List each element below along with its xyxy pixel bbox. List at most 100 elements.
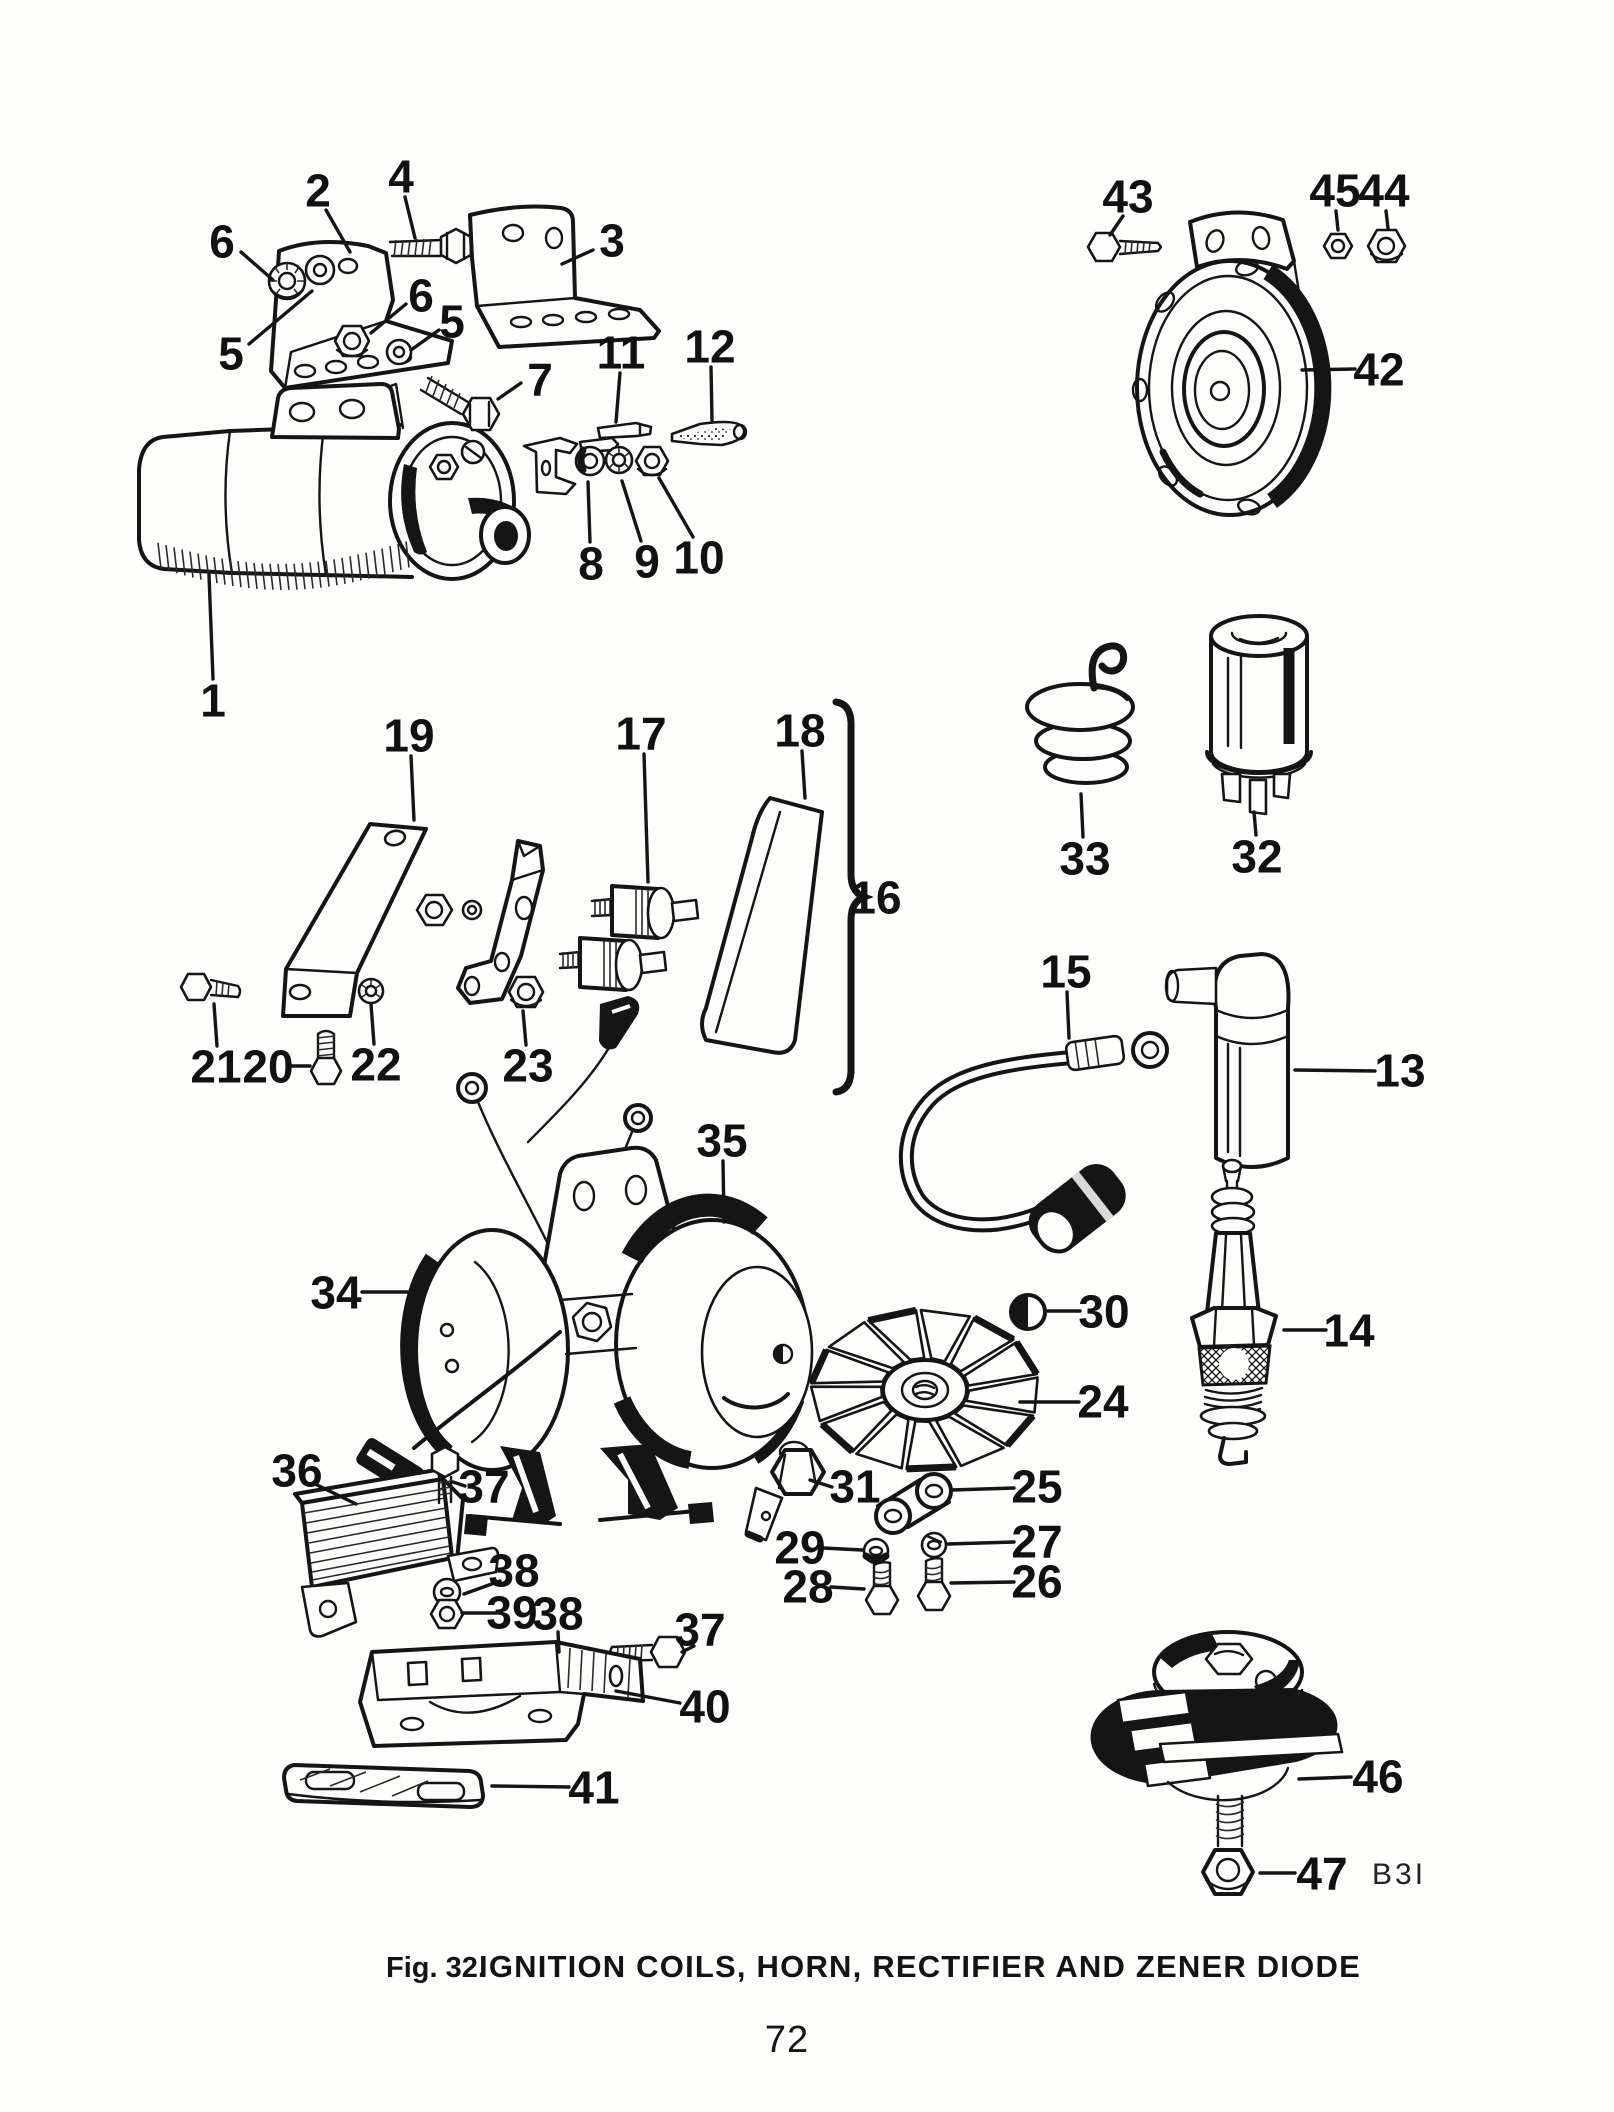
horn-nut-44-shape [1366,228,1407,264]
leader-line-7 [496,381,523,401]
spring-washer-27 [920,1531,948,1559]
elbow-connector-shape [1071,1171,1114,1222]
fan-drawing [808,1306,1040,1473]
leader-line-2 [324,208,352,254]
fan-blades-shape [906,1463,957,1473]
horn-feet-shape [600,1444,678,1520]
coil-bracket-3-shape [475,296,577,308]
star-washer-22-shape [364,984,378,998]
coil-bracket-3-shape [574,310,598,324]
ht-lead-15-shape [902,1050,1121,1229]
nut-47-shape [1204,1878,1252,1891]
bolt-37a-shape [430,1445,460,1479]
nut-10-shape [634,445,670,477]
hex-nut-6b-shape [335,348,369,358]
bullet-connector-shape [526,1044,612,1144]
washer-38a [432,1577,462,1607]
coil-clamp-strap-shape [386,382,405,430]
leader-line-1 [207,573,215,681]
bolt-7-shape [425,375,461,409]
terminal-clip-shape [540,459,552,477]
callout-14: 14 [1323,1305,1375,1357]
callout-32: 32 [1231,831,1282,883]
coil-shading-shape [277,563,282,591]
elbow-connector-shape [1033,1208,1077,1254]
nut-23 [507,975,545,1009]
spring-drawing-shape [1025,682,1135,732]
twin-horn-drawing-shape [572,1180,596,1212]
horn-feet [464,1444,714,1536]
callout-25: 25 [1011,1461,1062,1513]
coil-shading-shape [349,556,354,583]
twin-horn-drawing-shape [613,1396,692,1469]
bracket-23-shape [493,951,511,973]
switch-31 [744,1440,826,1543]
plug-cap-13-shape [1214,1008,1290,1046]
nut-washer-mid [415,893,483,927]
leader-line-22 [369,1002,376,1046]
spark-plug-14-shape [1218,1436,1248,1466]
horn-drawing-shape [1235,259,1259,277]
insulating-sleeve-12-shape [676,428,734,441]
nut-23-shape [507,975,545,1009]
heatsink-36 [293,1468,500,1638]
callout-6: 6 [209,216,235,268]
leader-line-33 [1079,792,1085,839]
plug-cap-13-shape [1212,952,1291,1169]
callout-36: 36 [271,1445,322,1497]
fan-blades-shape [819,1421,855,1455]
coil-bracket-3-shape [607,307,631,321]
washer-5b-shape [392,345,406,359]
bolt-28-shape [872,1568,892,1586]
link-strap-25-shape [924,1483,944,1499]
coil-shading-shape [397,543,402,570]
hex-nut-6b [333,324,371,358]
nut-39a-shape [429,1598,465,1630]
link-strap-25-shape [883,1508,903,1524]
washer-5b-shape [385,338,413,366]
coil-ht-tower-shape [494,521,518,551]
callout-26: 26 [1011,1556,1062,1608]
ignition-coil-drawing-shape [137,429,234,575]
ht-lead-15-shape [1140,1040,1160,1060]
callout-10: 10 [673,532,724,584]
strap-41-shape [286,1792,482,1804]
coil-shading-shape [301,563,306,590]
twin-horn-drawing-shape [700,1265,814,1439]
horn-drawing [1131,210,1332,517]
coil-shading-shape [269,563,274,590]
leader-line-46 [1297,1775,1353,1781]
callout-22: 22 [350,1039,401,1091]
leader-line-25 [950,1486,1016,1492]
nut-10-shape [636,467,668,477]
coil-shading-shape [229,559,234,587]
washer-8 [574,445,606,477]
fan-blades-shape [972,1314,1016,1343]
coil-shading-shape [317,561,322,588]
callout-46: 46 [1352,1751,1403,1803]
callout-2: 2 [305,165,331,217]
ignition-coil-drawing-shape [318,426,328,577]
bracket-40-shape [527,1708,553,1724]
leader-line-38 [556,1630,561,1654]
zener-can-drawing-shape [1230,631,1288,646]
dome-nut-30-shape [1012,1296,1028,1328]
coil-shading-shape [181,549,186,576]
bullet-connector-shape [611,1004,631,1014]
coil-bracket-3-shape [509,315,533,329]
coil-shading [157,541,410,591]
heatsink-36-shape [300,1581,358,1638]
leader-line-4 [403,195,417,240]
bracket-40-shape [460,1656,483,1683]
rubber-mount-17-lower-shape [614,938,644,992]
fan-blades [808,1306,1040,1473]
ignition-coil-drawing-shape [230,571,414,579]
coil-shading-shape [165,544,170,572]
heatsink-36-shape [303,1488,452,1581]
twin-horn-drawing-shape [774,1345,783,1363]
fan-blades-shape [1013,1340,1040,1376]
coil-clamp-strap [270,382,405,440]
callout-38: 38 [488,1545,539,1597]
